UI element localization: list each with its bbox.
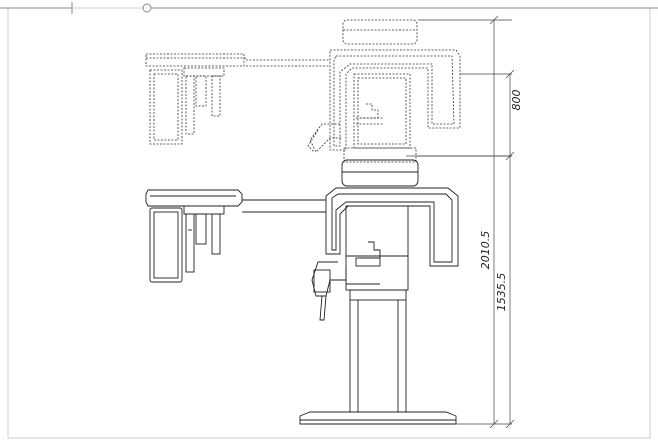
drawing-frame <box>7 7 651 439</box>
dimension-lines <box>406 15 515 429</box>
lower-position-solid <box>145 159 459 425</box>
frame-markers <box>0 2 658 14</box>
dimension-total-height: 2010.5 <box>479 231 492 270</box>
dimension-lower-height: 1535.5 <box>495 273 508 312</box>
upper-position-dashed <box>145 19 461 163</box>
dimension-upper-travel: 800 <box>510 90 523 111</box>
